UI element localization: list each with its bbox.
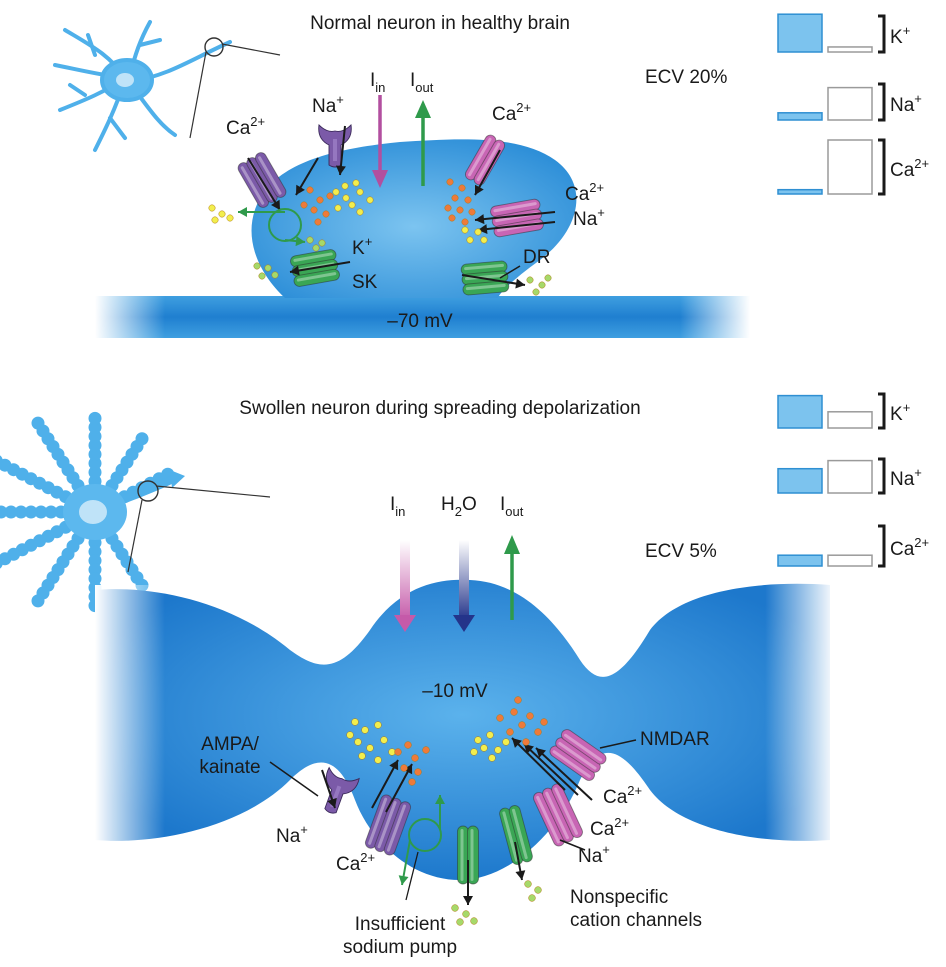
- k-ions-pump-top: [306, 236, 326, 252]
- label-nmdar: NMDAR: [640, 729, 710, 750]
- top-potential: –70 mV: [387, 311, 453, 332]
- label-ca-bottom-right-1: Ca2+: [603, 783, 642, 808]
- label-na-bottom: Na+: [276, 822, 308, 847]
- top-bracket-2: [878, 138, 886, 196]
- healthy-neuron-icon: [53, 20, 232, 152]
- top-bracket-1: [878, 82, 886, 122]
- ca-channel-top-right: [464, 134, 506, 186]
- ca-na-channel-top-right: [490, 198, 544, 238]
- top-ion-label-0: K+: [890, 23, 910, 48]
- k-channel-bottom-1: [457, 825, 479, 885]
- ca-channel-bottom: [364, 794, 412, 856]
- ca-ions-bottom-left: [394, 741, 430, 786]
- label-ampa-kainate: AMPA/kainate: [199, 734, 260, 778]
- label-ca-bottom: Ca2+: [336, 850, 375, 875]
- ion-labels: K+ Na+ Ca2+ K+ Na+ Ca2+: [890, 23, 929, 560]
- bottom-bar-inside-0: [777, 394, 823, 429]
- label-na-top: Na+: [312, 92, 344, 117]
- zoom-circle: [204, 37, 224, 57]
- label-i-out-bottom: Iout: [500, 494, 524, 519]
- bottom-bracket-1: [878, 457, 886, 495]
- na-ions-outside-top: [208, 204, 234, 224]
- label-ca-top-right: Ca2+: [492, 100, 531, 125]
- bottom-potential: –10 mV: [422, 681, 488, 702]
- top-ion-label-2: Ca2+: [890, 156, 929, 181]
- top-bar-inside-2: [777, 188, 823, 195]
- top-ecv: ECV 20%: [645, 67, 727, 88]
- bottom-title: Swollen neuron during spreading depolari…: [239, 398, 640, 419]
- k-ions-outside-bottom: [451, 880, 542, 926]
- top-title: Normal neuron in healthy brain: [310, 13, 570, 34]
- bottom-bar-outside-0: [827, 411, 873, 429]
- top-bar-outside-1: [827, 86, 873, 121]
- label-sk: SK: [352, 272, 378, 293]
- k-ions-top-right: [526, 274, 552, 296]
- bottom-ion-label-2: Ca2+: [890, 535, 929, 560]
- healthy-axon: [95, 296, 750, 338]
- label-i-out-top: Iout: [410, 70, 434, 95]
- top-bar-outside-0: [827, 46, 873, 53]
- k-ions-top-left: [253, 262, 279, 280]
- na-ions-bottom-right: [470, 731, 510, 762]
- swollen-axon: [95, 579, 830, 880]
- bottom-ecv: ECV 5%: [645, 541, 717, 562]
- label-h2o: H2O: [441, 494, 477, 519]
- bottom-bar-inside-2: [777, 554, 823, 567]
- bottom-bar-outside-2: [827, 554, 873, 567]
- label-k-top: K+: [352, 234, 372, 259]
- ca-ions-top-right: [444, 178, 476, 226]
- bottom-bracket-0: [878, 392, 886, 430]
- bottom-ion-label-0: K+: [890, 400, 910, 425]
- swollen-neuron-icon: [0, 411, 185, 613]
- top-bracket-0: [878, 14, 886, 54]
- bottom-bar-outside-1: [827, 459, 873, 494]
- label-dr: DR: [523, 247, 550, 268]
- ca-ions-top-left: [300, 186, 334, 226]
- bottom-ion-label-1: Na+: [890, 465, 922, 490]
- ca-ions-bottom-right: [496, 696, 548, 746]
- top-bar-inside-0: [777, 13, 823, 53]
- nmdar-channel: [549, 729, 607, 781]
- zoom-circle-bottom: [137, 480, 159, 502]
- top-bar-inside-1: [777, 112, 823, 121]
- top-bar-outside-2: [827, 139, 873, 195]
- label-na-top-right: Na+: [573, 205, 605, 230]
- label-ca-top-left: Ca2+: [226, 114, 265, 139]
- bottom-bar-inside-1: [777, 467, 823, 494]
- label-i-in-top: Iin: [370, 70, 385, 95]
- na-ions-top: [332, 179, 374, 216]
- na-ions-bottom-left: [346, 718, 396, 764]
- na-ions-top-right: [461, 226, 488, 244]
- label-ca-bottom-right-2: Ca2+: [590, 815, 629, 840]
- ion-concentration-bars: [777, 13, 886, 568]
- top-ion-label-1: Na+: [890, 91, 922, 116]
- label-i-in-bottom: Iin: [390, 494, 405, 519]
- label-na-bottom-right: Na+: [578, 842, 610, 867]
- label-ca-top-right-2: Ca2+: [565, 180, 604, 205]
- bottom-bracket-2: [878, 524, 886, 568]
- nonspecific-cation-channel: [533, 783, 583, 847]
